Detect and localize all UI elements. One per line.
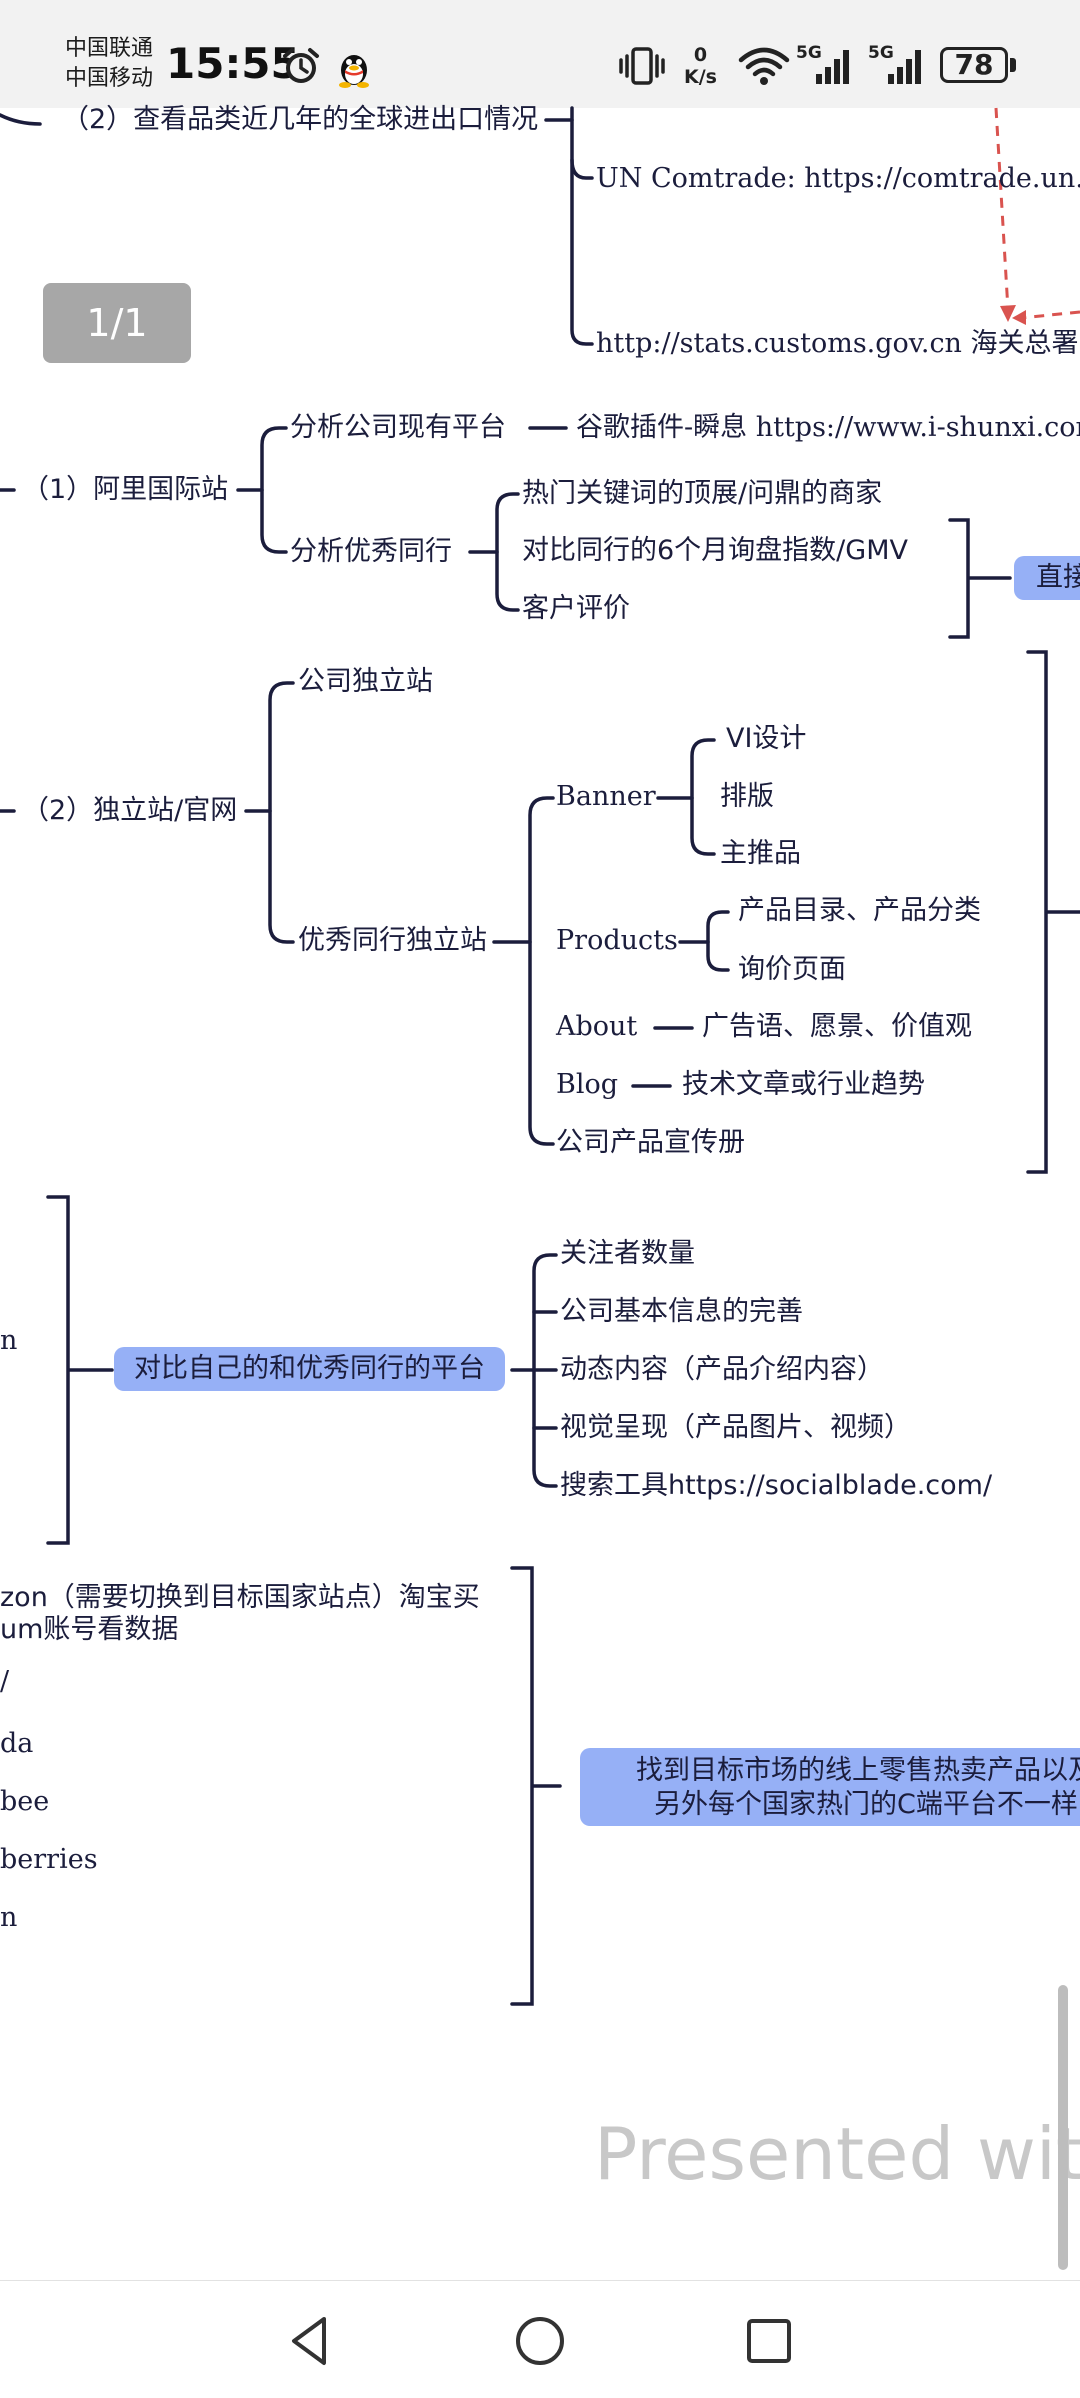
retail-fragment: da: [0, 1728, 34, 1759]
social-item: 搜索工具https://socialblade.com/: [560, 1470, 993, 1501]
products-node: Products: [556, 925, 678, 956]
vibrate-icon: [619, 47, 665, 85]
recents-button[interactable]: [737, 2309, 801, 2373]
blog-node: Blog: [556, 1069, 619, 1100]
retail-fragment: um账号看数据: [0, 1614, 179, 1645]
recents-icon: [747, 2319, 791, 2363]
qq-icon: [339, 55, 369, 88]
banner-item: 排版: [720, 781, 774, 812]
back-icon: [292, 2317, 326, 2365]
network-speed: 0 K/s: [684, 44, 717, 88]
status-bar: 中国联通 中国移动 15:55 0 K/s 5G: [0, 0, 1080, 108]
signal-icon: 5G: [796, 43, 849, 84]
products-item: 产品目录、产品分类: [738, 895, 981, 926]
arrow-head: [1000, 305, 1016, 322]
arrow-head: [1012, 310, 1026, 325]
social-item: 公司基本信息的完善: [560, 1296, 803, 1327]
products-item: 询价页面: [738, 954, 846, 985]
retail-highlight-line: 另外每个国家热门的C端平台不一样: [654, 1789, 1078, 1820]
about-detail: 广告语、愿景、价值观: [702, 1011, 972, 1042]
social-item: 视觉呈现（产品图片、视频）: [560, 1412, 911, 1443]
about-node: About: [556, 1011, 638, 1042]
network-speed-unit: K/s: [684, 66, 717, 88]
clock: 15:55: [166, 39, 300, 88]
retail-highlight-line: 找到目标市场的线上零售热卖产品以及: [636, 1755, 1080, 1786]
home-button[interactable]: [508, 2309, 572, 2373]
trade-data-branch: （2）查看品类近几年的全球进出口情况: [62, 104, 539, 135]
retail-fragment: berries: [0, 1844, 98, 1875]
alibaba-highlight-node: 直接: [1014, 556, 1080, 600]
alibaba-branch: （1）阿里国际站: [22, 474, 229, 505]
banner-node: Banner: [556, 781, 656, 812]
retail-fragment: bee: [0, 1786, 50, 1817]
independent-site-branch: （2）独立站/官网: [22, 795, 238, 826]
banner-item: VI设计: [726, 723, 807, 754]
signal-icon: 5G: [868, 43, 921, 84]
alibaba-platform-node: 分析公司现有平台: [290, 412, 506, 443]
customs-link: http://stats.customs.gov.cn 海关总署（: [596, 328, 1080, 359]
signal-1-label: 5G: [796, 43, 822, 63]
scrollbar[interactable]: [1058, 1985, 1068, 2270]
network-speed-value: 0: [693, 44, 708, 66]
mind-map-connectors: [0, 106, 1080, 2006]
social-item: 关注者数量: [560, 1238, 695, 1269]
alibaba-peers-node: 分析优秀同行: [290, 536, 452, 567]
social-left-fragment: n: [0, 1325, 18, 1356]
social-item: 动态内容（产品介绍内容）: [560, 1354, 884, 1385]
blog-detail: 技术文章或行业趋势: [682, 1069, 925, 1100]
watermark: Presented with: [594, 2112, 1080, 2196]
peer-item: 对比同行的6个月询盘指数/GMV: [522, 535, 908, 566]
brochure-node: 公司产品宣传册: [556, 1127, 745, 1158]
retail-fragment: n: [0, 1902, 18, 1933]
carrier-2: 中国移动: [65, 66, 154, 91]
signal-2-label: 5G: [868, 43, 894, 63]
page-indicator: 1/1: [43, 283, 191, 363]
company-site-node: 公司独立站: [298, 666, 433, 697]
alarm-icon: [283, 48, 319, 83]
peer-item: 热门关键词的顶展/问鼎的商家: [522, 478, 883, 509]
retail-fragment: zon（需要切换到目标国家站点）淘宝买: [0, 1582, 480, 1613]
retail-highlight-node: 找到目标市场的线上零售热卖产品以及 另外每个国家热门的C端平台不一样: [580, 1748, 1080, 1826]
navigation-bar: [0, 2280, 1080, 2398]
peer-site-node: 优秀同行独立站: [298, 925, 487, 956]
battery-icon: 78: [940, 47, 1008, 83]
wifi-icon: [738, 47, 790, 85]
banner-item: 主推品: [720, 838, 801, 869]
plugin-link: 谷歌插件-瞬息 https://www.i-shunxi.com: [576, 412, 1080, 443]
battery-tip: [1010, 58, 1016, 72]
peer-item: 客户评价: [522, 593, 630, 624]
home-icon: [516, 2317, 564, 2365]
social-highlight-node: 对比自己的和优秀同行的平台: [114, 1347, 505, 1391]
retail-fragment: /: [0, 1666, 10, 1697]
comtrade-link: UN Comtrade: https://comtrade.un.org: [596, 163, 1080, 194]
carrier-1: 中国联通: [65, 36, 154, 61]
back-button[interactable]: [280, 2309, 344, 2373]
